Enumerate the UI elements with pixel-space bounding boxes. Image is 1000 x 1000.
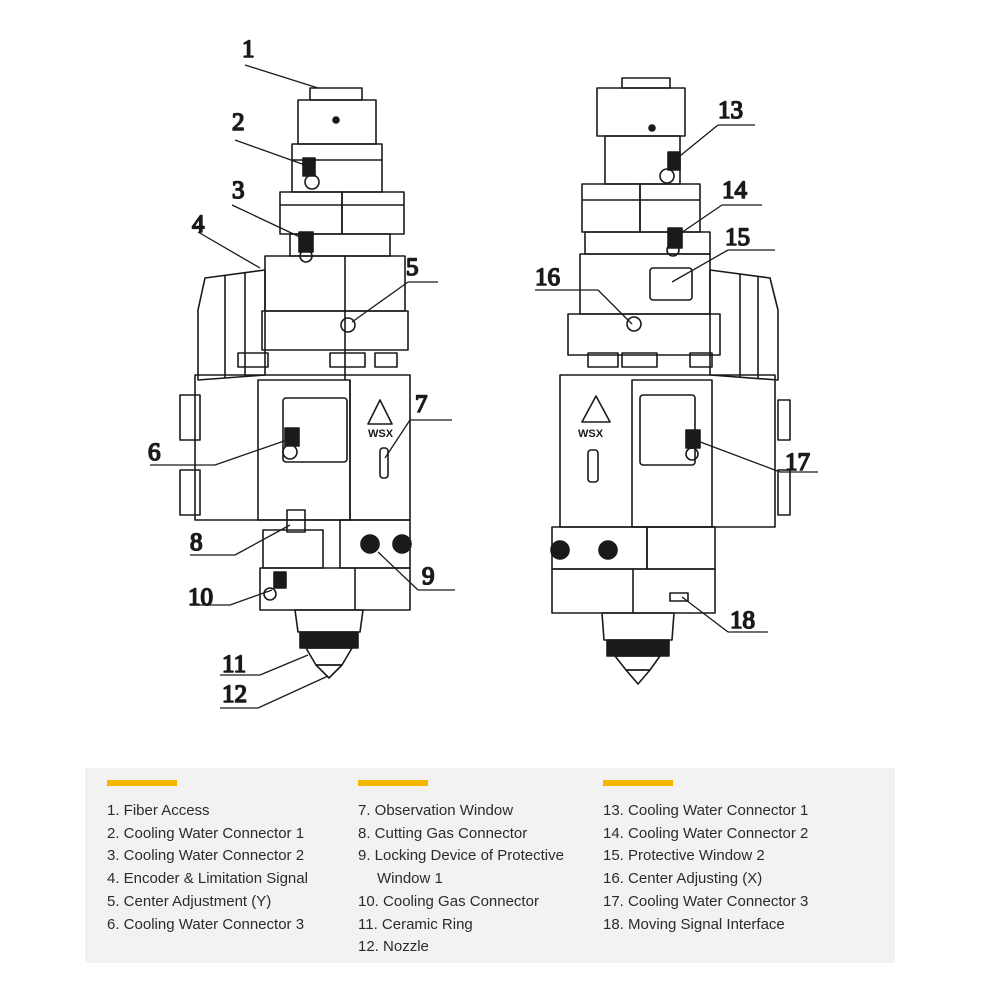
legend-item: 11. Ceramic Ring — [358, 915, 473, 933]
legend-item-continuation: Window 1 — [377, 870, 443, 888]
svg-text:WSX: WSX — [578, 428, 604, 440]
legend-item: 1. Fiber Access — [107, 802, 210, 819]
callout-6: 6 — [148, 439, 161, 466]
legend-item: 17. Cooling Water Connector 3 — [603, 892, 809, 910]
leader-lines — [150, 64, 818, 709]
callout-9: 9 — [422, 563, 435, 590]
legend-column-1: 1. Fiber Access 2. Cooling Water Connect… — [107, 780, 308, 936]
callout-10: 10 — [188, 584, 213, 611]
legend-item: 18. Moving Signal Interface — [603, 915, 785, 933]
callout-14: 14 — [722, 177, 748, 204]
legend-item-text: 9. Locking Device of Protective — [358, 847, 564, 865]
callout-16: 16 — [535, 264, 560, 291]
legend-item: 9. Locking Device of Protective Window 1 — [358, 845, 564, 890]
callout-1: 1 — [242, 36, 255, 63]
callout-2: 2 — [232, 109, 245, 136]
legend-item: 7. Observation Window — [358, 802, 514, 819]
callout-8: 8 — [190, 529, 203, 556]
legend-item: 15. Protective Window 2 — [603, 847, 765, 865]
left-view-laser-head: WSX — [179, 87, 412, 679]
legend-item: 8. Cutting Gas Connector — [358, 824, 528, 842]
callout-3: 3 — [232, 177, 245, 204]
legend-item: 13. Cooling Water Connector 1 — [603, 802, 809, 819]
svg-text:WSX: WSX — [368, 428, 394, 440]
legend-item: 5. Center Adjustment (Y) — [107, 892, 272, 910]
legend-list: 13. Cooling Water Connector 1 14. Coolin… — [603, 800, 808, 936]
callout-5: 5 — [406, 254, 419, 281]
callout-18: 18 — [730, 607, 755, 634]
accent-bar — [603, 780, 673, 786]
legend-panel: 1. Fiber Access 2. Cooling Water Connect… — [85, 768, 895, 963]
technical-drawing: WSX — [147, 35, 818, 709]
accent-bar — [107, 780, 177, 786]
legend-item: 10. Cooling Gas Connector — [358, 892, 539, 910]
legend-item: 12. Nozzle — [358, 938, 429, 956]
callout-15: 15 — [725, 224, 750, 251]
legend-item: 4. Encoder & Limitation Signal — [107, 870, 308, 888]
legend-list: 7. Observation Window 8. Cutting Gas Con… — [358, 800, 564, 959]
legend-item: 16. Center Adjusting (X) — [603, 870, 763, 888]
callout-numbers: 1 2 3 4 5 6 7 8 9 10 11 12 13 14 15 16 1… — [147, 35, 811, 709]
legend-list: 1. Fiber Access 2. Cooling Water Connect… — [107, 800, 308, 936]
accent-bar — [358, 780, 428, 786]
legend-column-3: 13. Cooling Water Connector 1 14. Coolin… — [603, 780, 808, 936]
legend-column-2: 7. Observation Window 8. Cutting Gas Con… — [358, 780, 564, 959]
callout-17: 17 — [785, 449, 810, 476]
callout-12: 12 — [222, 681, 247, 708]
right-view-laser-head: WSX — [550, 77, 791, 685]
legend-item: 6. Cooling Water Connector 3 — [107, 915, 305, 933]
callout-13: 13 — [718, 97, 743, 124]
legend-item: 14. Cooling Water Connector 2 — [603, 824, 809, 842]
legend-item: 2. Cooling Water Connector 1 — [107, 824, 305, 842]
callout-7: 7 — [415, 391, 428, 418]
callout-4: 4 — [192, 211, 205, 238]
legend-item: 3. Cooling Water Connector 2 — [107, 847, 305, 865]
callout-11: 11 — [222, 651, 246, 678]
